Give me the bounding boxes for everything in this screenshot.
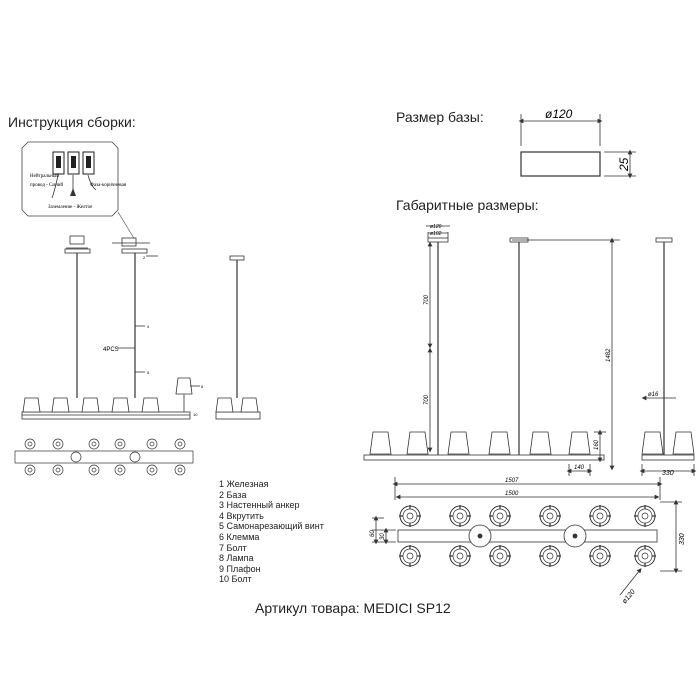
part-item: 10 Болт [219, 574, 252, 585]
length-inner: 1500 [505, 491, 519, 497]
dim-60: 60 [370, 530, 376, 537]
lamp-top-symbol [449, 545, 471, 567]
phase-label: Фаза-коричневая [90, 183, 127, 188]
lamp-top-symbol [399, 545, 421, 567]
lamp-top-symbol [589, 545, 611, 567]
total-height: 1482 [606, 348, 612, 362]
assembly-front-view [21, 235, 200, 420]
assembly-heading: Инструкция сборки: [8, 114, 136, 130]
overall-top-view [372, 477, 682, 596]
lamp-top-symbol [449, 505, 471, 527]
marker-4: 4 [147, 324, 150, 329]
part-item: 6 Клемма [219, 531, 260, 542]
assembly-top-view [14, 438, 194, 476]
marker-2: 2 [143, 255, 146, 260]
marker-10: 10 [193, 412, 198, 417]
top-d2: ø102 [430, 231, 442, 237]
overall-dims-heading: Габаритные размеры: [396, 197, 539, 213]
lamp-top-symbol [589, 505, 611, 527]
lamp-top-symbol [399, 505, 421, 527]
overall-side-view [639, 237, 697, 476]
neutral-label-1: Нейтральный [30, 174, 59, 179]
assembly-side-view [215, 255, 261, 420]
base-drawing [518, 114, 636, 179]
shade-width: 140 [574, 465, 585, 471]
part-item: 4 Вкрутить [219, 510, 264, 521]
lamp-top-symbol [489, 505, 511, 527]
parts-list: 1 Железная 2 База 3 Настенный анкер 4 Вк… [219, 479, 324, 585]
terminal-block [52, 151, 95, 175]
shade-height: 160 [594, 439, 600, 450]
part-item: 8 Лампа [219, 553, 254, 564]
ground-label: Заземление - Желтое [48, 205, 93, 210]
lamp-top-symbol [489, 545, 511, 567]
side-width: 330 [662, 470, 674, 477]
overall-front-view [363, 225, 620, 476]
part-item: 2 База [219, 489, 247, 500]
base-diameter: ø120 [545, 107, 573, 121]
part-item: 5 Самонарезающий винт [219, 521, 324, 532]
neutral-label-2: провод - Синий [30, 183, 63, 188]
dim-30: 30 [380, 533, 386, 540]
part-item: 9 Плафон [219, 563, 261, 574]
part-item: 1 Железная [219, 479, 269, 489]
marker-8: 8 [201, 384, 204, 389]
lamp-top-symbol [634, 505, 656, 527]
side-rod-diameter: ø16 [648, 392, 659, 398]
rod-lower: 700 [424, 394, 430, 405]
part-item: 7 Болт [219, 542, 247, 553]
article-number: Артикул товара: MEDICI SP12 [255, 600, 451, 616]
wiring-diagram [21, 141, 136, 241]
length-outer: 1507 [505, 478, 519, 484]
lamp-top-symbol [539, 545, 561, 567]
lamp-top-symbol [634, 545, 656, 567]
pcs-label: 4PCS [103, 347, 119, 353]
marker-5: 5 [147, 370, 150, 375]
top-view-lamps [399, 505, 656, 567]
top-d1: ø120 [430, 224, 442, 230]
base-size-heading: Размер базы: [396, 109, 484, 125]
base-height: 25 [617, 157, 631, 172]
rod-upper: 700 [424, 294, 430, 305]
part-item: 3 Настенный анкер [219, 500, 300, 511]
lamp-top-symbol [539, 505, 561, 527]
depth: 330 [679, 533, 686, 545]
